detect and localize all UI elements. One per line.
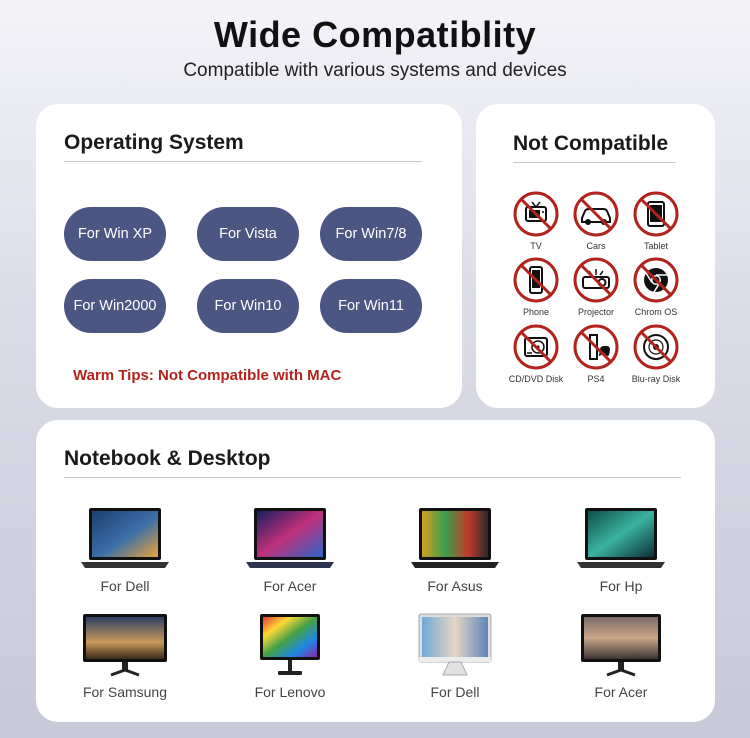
car-icon [573,191,619,237]
device-label: For Acer [263,578,317,594]
not-compatible-heading: Not Compatible [513,132,669,155]
laptop-icon [246,508,334,568]
device-laptop-hp: For Hp [556,506,686,594]
device-allinone-lenovo: For Lenovo [225,612,355,700]
notebook-desktop-heading: Notebook & Desktop [64,447,271,470]
nc-label-tablet: Tablet [643,241,669,251]
not-compatible-divider [513,162,676,163]
page-title: Wide Compatiblity [213,14,537,55]
notebook-desktop-divider [64,477,681,478]
device-allinone-dell: For Dell [390,612,520,700]
device-monitor-acer: For Acer [556,612,686,700]
os-pill-win-xp: For Win XP [64,207,166,261]
nc-label-blu-ray: Blu-ray Disk [631,374,681,384]
os-card-divider [64,161,422,162]
not-compatible-blu-ray: Blu-ray Disk [621,324,691,384]
os-pill-win7-8: For Win7/8 [320,207,422,261]
device-label: For Samsung [82,684,168,700]
operating-system-card: Operating System For Win XP For Vista Fo… [36,104,462,408]
nc-label-cd-dvd: CD/DVD Disk [508,374,564,384]
device-label: For Lenovo [254,684,326,700]
nc-label-phone: Phone [522,307,550,317]
not-compatible-ps4: PS4 [561,324,631,384]
os-pill-win2000: For Win2000 [64,279,166,333]
monitor-icon [581,614,661,677]
device-label: For Dell [430,684,480,700]
not-compatible-cd-dvd: CD/DVD Disk [501,324,571,384]
device-monitor-samsung: For Samsung [60,612,190,700]
os-pill-win11: For Win11 [320,279,422,333]
laptop-icon [411,508,499,568]
device-label: For Asus [427,578,483,594]
not-compatible-projector: Projector [561,257,631,317]
not-compatible-tablet: Tablet [621,191,691,251]
tv-icon [513,191,559,237]
os-card-heading: Operating System [64,131,244,154]
not-compatible-phone: Phone [501,257,571,317]
nc-label-chrome-os: Chrom OS [634,307,678,317]
os-pill-vista: For Vista [197,207,299,261]
chrome-os-icon [633,257,679,303]
os-pill-win10: For Win10 [197,279,299,333]
monitor-icon [260,614,320,675]
projector-icon [573,257,619,303]
not-compatible-tv: TV [501,191,571,251]
monitor-icon [418,613,492,676]
not-compatible-cars: Cars [561,191,631,251]
nc-label-cars: Cars [586,241,606,251]
device-laptop-dell: For Dell [60,506,190,594]
device-label: For Hp [599,578,643,594]
blu-ray-disk-icon [633,324,679,370]
device-laptop-asus: For Asus [390,506,520,594]
monitor-icon [83,614,167,677]
nc-label-projector: Projector [577,307,614,317]
cd-dvd-disk-icon [513,324,559,370]
nc-label-tv: TV [530,241,542,251]
warm-tips-text: Warm Tips: Not Compatible with MAC [73,367,342,384]
phone-icon [513,257,559,303]
nc-label-ps4: PS4 [587,374,605,384]
page-subtitle: Compatible with various systems and devi… [183,60,567,81]
tablet-icon [633,191,679,237]
laptop-icon [577,508,665,568]
ps4-icon [573,324,619,370]
device-label: For Acer [594,684,648,700]
not-compatible-chrome-os: Chrom OS [621,257,691,317]
laptop-icon [81,508,169,568]
device-laptop-acer: For Acer [225,506,355,594]
device-label: For Dell [100,578,150,594]
notebook-desktop-card: Notebook & Desktop For Dell For Acer For… [36,420,715,722]
not-compatible-card: Not Compatible TV Cars T [476,104,715,408]
